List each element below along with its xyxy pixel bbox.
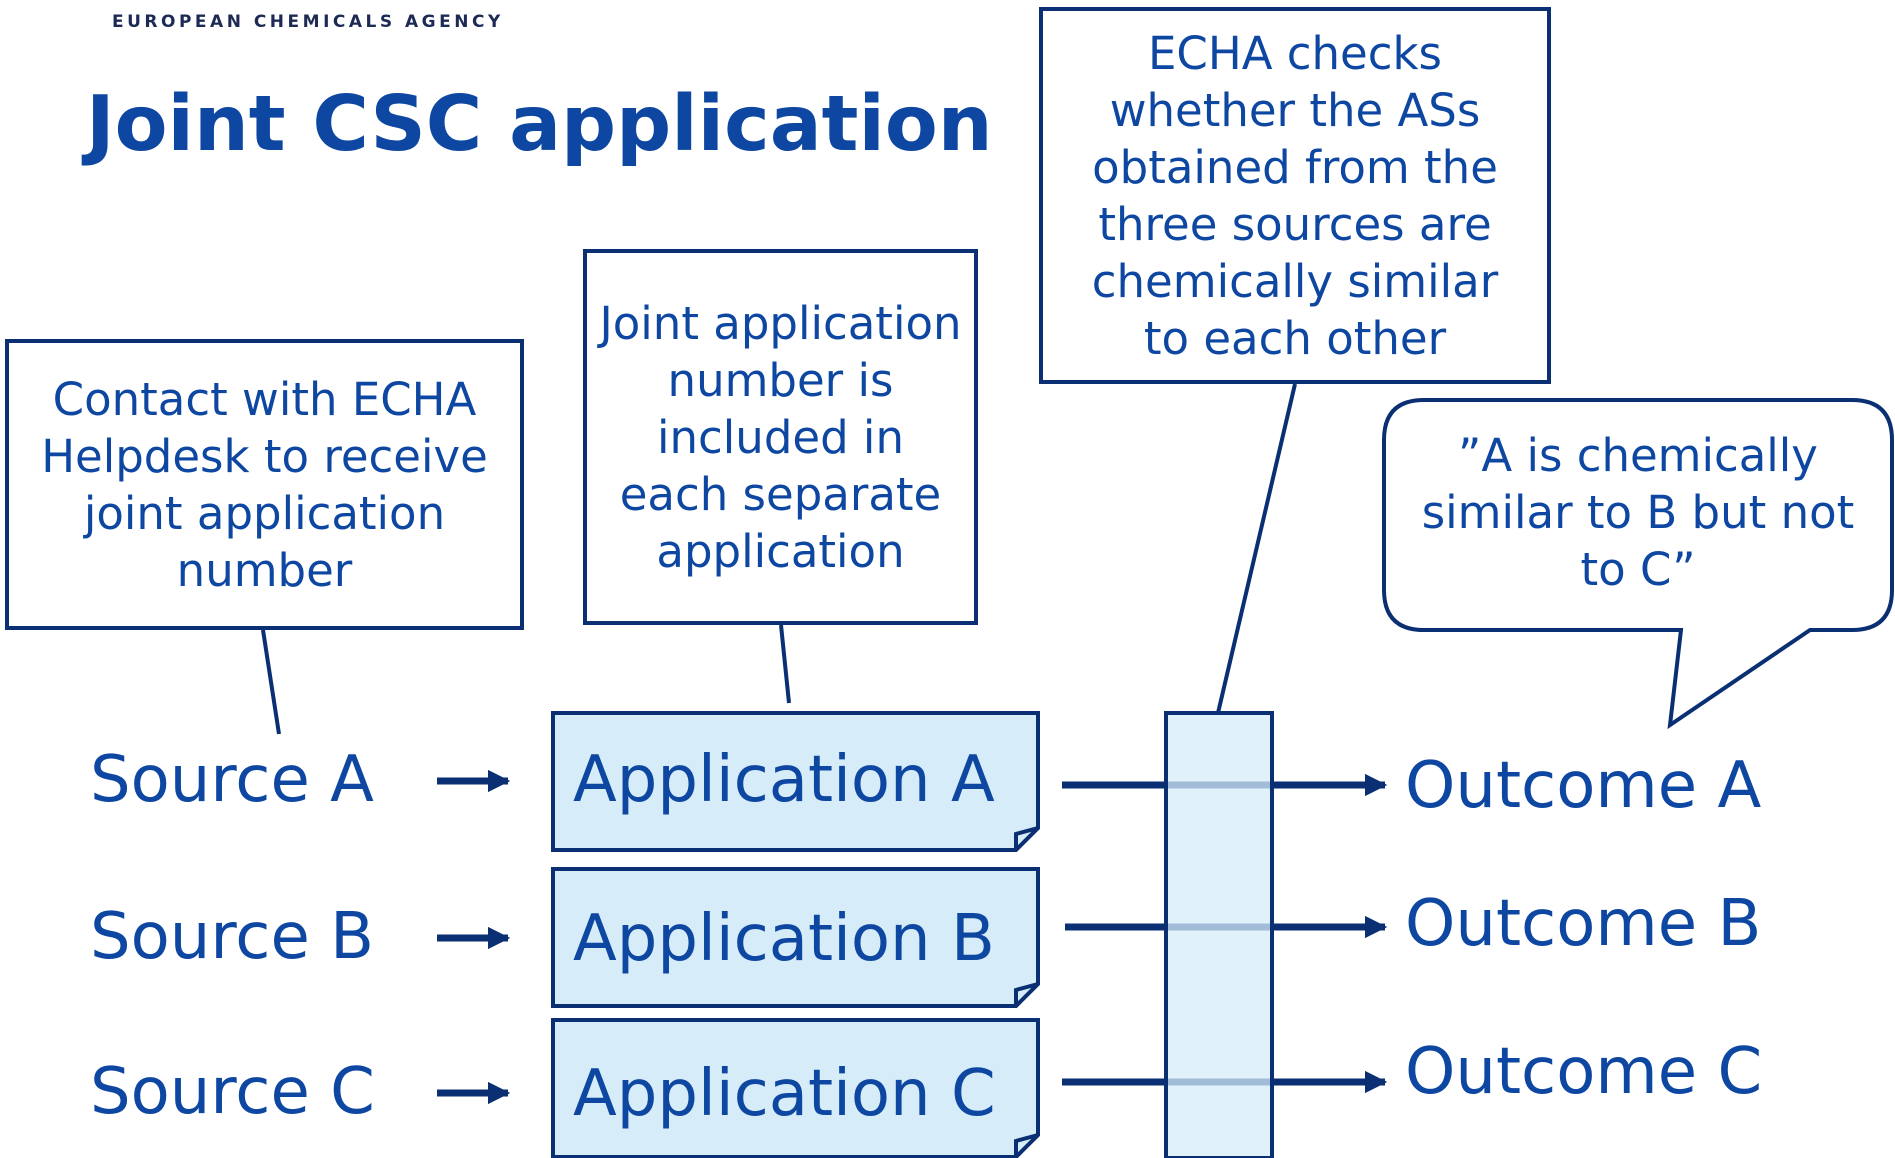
- speech-bubble: [1382, 398, 1894, 730]
- source-c-label: Source C: [90, 1055, 375, 1129]
- source-b-label: Source B: [90, 900, 375, 974]
- application-c-label: Application C: [573, 1057, 996, 1131]
- connector-echa-checks: [1216, 383, 1297, 714]
- joint-number-callout-text: Joint application number is included in …: [599, 296, 962, 578]
- echa-checks-callout: ECHA checks whether the ASs obtained fro…: [1039, 7, 1551, 384]
- outcome-b-label: Outcome B: [1405, 887, 1762, 961]
- connector-helpdesk: [261, 629, 281, 735]
- joint-number-callout: Joint application number is included in …: [583, 249, 978, 625]
- outcome-a-label: Outcome A: [1405, 749, 1762, 823]
- agency-name: EUROPEAN CHEMICALS AGENCY: [112, 12, 504, 32]
- echa-checks-callout-text: ECHA checks whether the ASs obtained fro…: [1091, 26, 1499, 365]
- application-box-a: [551, 711, 1040, 852]
- application-box-b: [551, 867, 1040, 1008]
- fold-corner-b: [1014, 982, 1039, 1006]
- page-title: Joint CSC application: [86, 80, 993, 169]
- quote-bubble: ”A is chemically similar to B but not to…: [1384, 400, 1892, 630]
- helpdesk-callout: Contact with ECHA Helpdesk to receive jo…: [5, 339, 524, 630]
- source-a-label: Source A: [90, 743, 374, 817]
- check-column: [1164, 711, 1274, 1158]
- application-box-c: [551, 1018, 1040, 1158]
- fold-corner-c: [1014, 1133, 1039, 1157]
- fold-corner-a: [1014, 826, 1039, 850]
- application-b-label: Application B: [573, 902, 995, 976]
- quote-bubble-text: ”A is chemically similar to B but not to…: [1421, 428, 1855, 596]
- connector-joint-number: [779, 624, 791, 704]
- outcome-c-label: Outcome C: [1405, 1035, 1763, 1109]
- helpdesk-callout-text: Contact with ECHA Helpdesk to receive jo…: [41, 372, 488, 597]
- application-a-label: Application A: [573, 743, 995, 817]
